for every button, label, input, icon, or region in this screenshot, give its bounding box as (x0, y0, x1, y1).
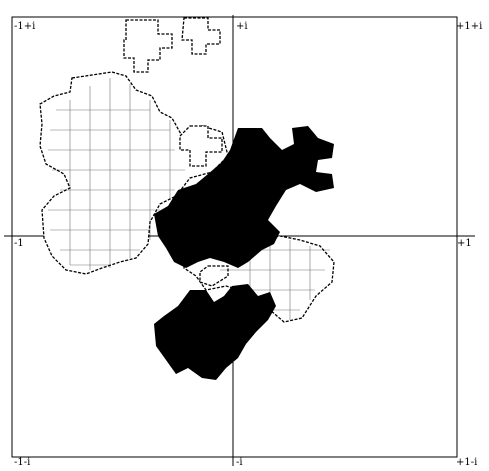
label-bottom-center: -i (236, 457, 243, 468)
label-mid-left: -1 (14, 238, 24, 249)
label-top-center: +i (236, 21, 248, 32)
label-top-left: -1+i (14, 21, 35, 32)
filled-fractal-region (154, 126, 334, 380)
label-mid-right: +1 (457, 238, 472, 249)
label-top-right: +1+i (456, 21, 482, 32)
outlined-fractal-region (39, 17, 335, 323)
label-bottom-left: -1-i (14, 457, 30, 468)
label-bottom-right: +1-i (456, 457, 477, 468)
outlined-region-texture (48, 78, 330, 320)
plot-frame (11, 16, 458, 458)
